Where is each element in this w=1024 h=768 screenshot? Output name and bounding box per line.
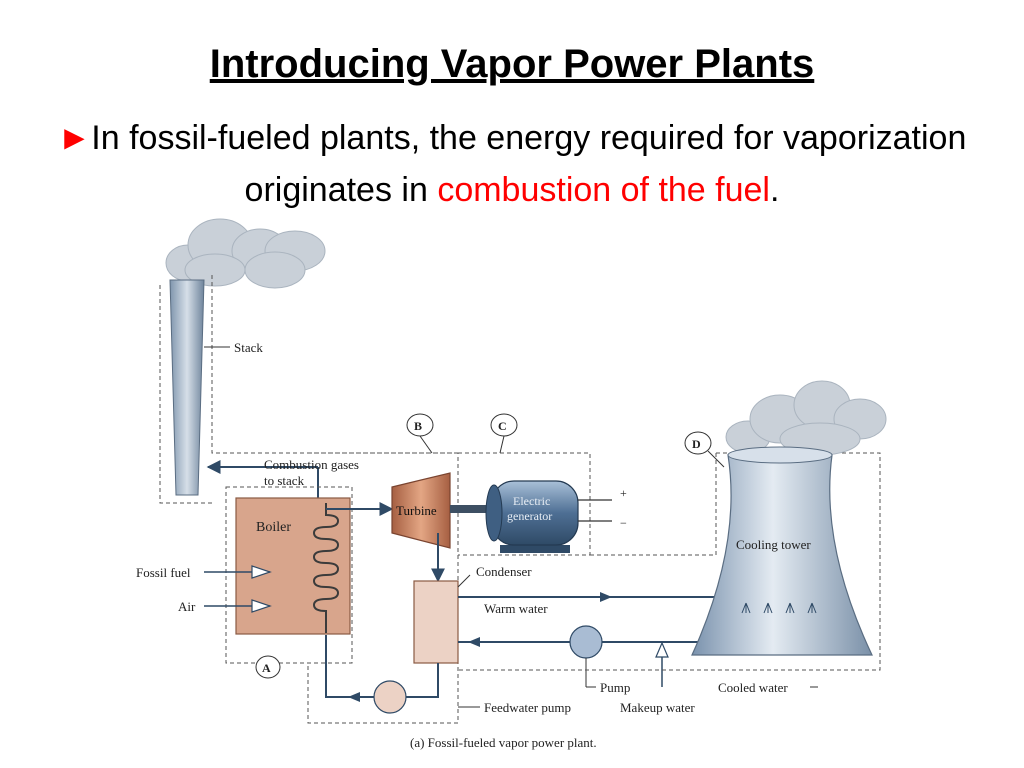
label-turbine: Turbine [396,503,437,518]
boundary-d [590,453,717,556]
label-boiler: Boiler [256,520,291,535]
feedwater-line [406,663,439,698]
label-makeup-water: Makeup water [620,700,695,715]
cooling-tower [691,454,873,656]
label-fossil-fuel: Fossil fuel [136,565,191,580]
label-feedwater-pump: Feedwater pump [484,700,571,715]
label-stack: Stack [234,340,263,355]
body-text-highlight: combustion of the fuel [437,171,770,209]
slide-body-text: ►In fossil-fueled plants, the energy req… [40,112,984,216]
diagram-caption: (a) Fossil-fueled vapor power plant. [410,735,597,750]
label-minus: − [620,516,627,530]
svg-text:D: D [692,437,701,451]
turbine [391,472,451,549]
stack-smoke [165,218,326,289]
label-electric: Electric [513,494,550,508]
power-plant-diagram: Stack Combustion gases to stack Boiler F… [136,218,887,750]
label-generator: generator [507,509,552,523]
svg-text:C: C [498,419,507,433]
boiler-coil [312,503,340,633]
label-to-stack: to stack [264,473,305,488]
callout-a [255,655,281,679]
stack-chimney [169,279,205,496]
label-cooled-water: Cooled water [718,680,788,695]
callout-d [684,431,712,455]
bullet-arrow-icon: ► [57,119,92,157]
boundary-c [458,452,591,556]
label-plus: + [620,486,627,500]
pump [569,625,603,659]
stack-boundary [211,275,458,454]
body-text-start: In fossil-fueled plants, the energy requ… [91,119,967,209]
electric-generator [485,480,579,553]
body-text-end: . [769,171,780,209]
label-warm-water: Warm water [484,601,548,616]
label-condenser: Condenser [476,564,532,579]
svg-text:B: B [414,419,422,433]
boundary-b [307,452,459,724]
tower-smoke [725,380,887,456]
boundary-a [225,486,353,664]
slide-title: Introducing Vapor Power Plants [209,42,815,86]
label-cooling-tower: Cooling tower [736,537,811,552]
svg-text:A: A [262,661,271,675]
condenser [413,580,459,664]
spray-nozzles [741,602,817,614]
feedwater-pump [373,680,407,714]
label-combustion-gases: Combustion gases [264,457,359,472]
label-pump: Pump [600,680,630,695]
label-air: Air [178,599,196,614]
